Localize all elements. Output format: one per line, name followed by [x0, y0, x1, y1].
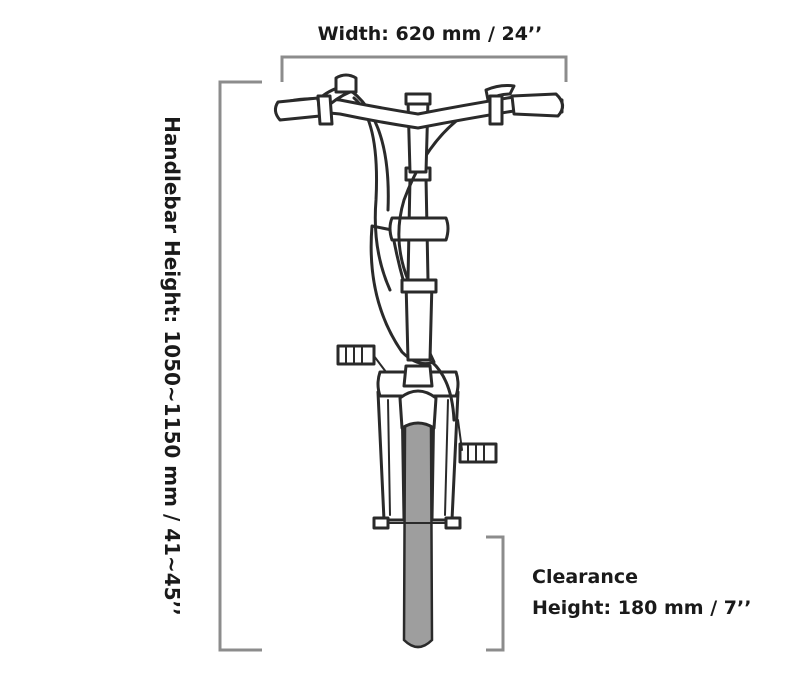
height-bracket [218, 80, 262, 652]
left-pedal [336, 344, 376, 366]
cable-right-fork [430, 360, 456, 422]
left-bell [334, 73, 358, 94]
bike-illustration [273, 73, 564, 649]
right-crank [457, 419, 463, 451]
handlebar-stem [406, 98, 430, 174]
right-pedal [458, 442, 498, 464]
saddle [388, 216, 450, 242]
width-label: Width: 620 mm / 24’’ [318, 23, 543, 45]
seat-post [404, 280, 434, 362]
front-mudguard [398, 389, 438, 430]
stem-cap [404, 92, 432, 106]
width-bracket [280, 55, 568, 82]
front-tire [402, 417, 434, 649]
seat-post-clamp [400, 278, 438, 294]
clearance-bracket [486, 535, 505, 652]
right-pedal-grip [467, 443, 485, 463]
clearance-label-line1: Clearance [532, 566, 638, 588]
handlebar-height-label: Handlebar Height: 1050~1150 mm / 41~45’’ [160, 116, 184, 616]
left-pedal-grip [345, 345, 363, 365]
headlight [402, 364, 434, 388]
clearance-label-line2: Height: 180 mm / 7’’ [532, 597, 751, 619]
left-crank [373, 355, 387, 373]
right-brake-mount [488, 94, 504, 126]
fork-right-detail [444, 399, 449, 516]
fork-left-detail [387, 399, 391, 516]
left-brake-mount [316, 94, 334, 126]
front-axle [372, 516, 462, 530]
left-grip [273, 96, 322, 122]
right-grip [510, 92, 564, 118]
